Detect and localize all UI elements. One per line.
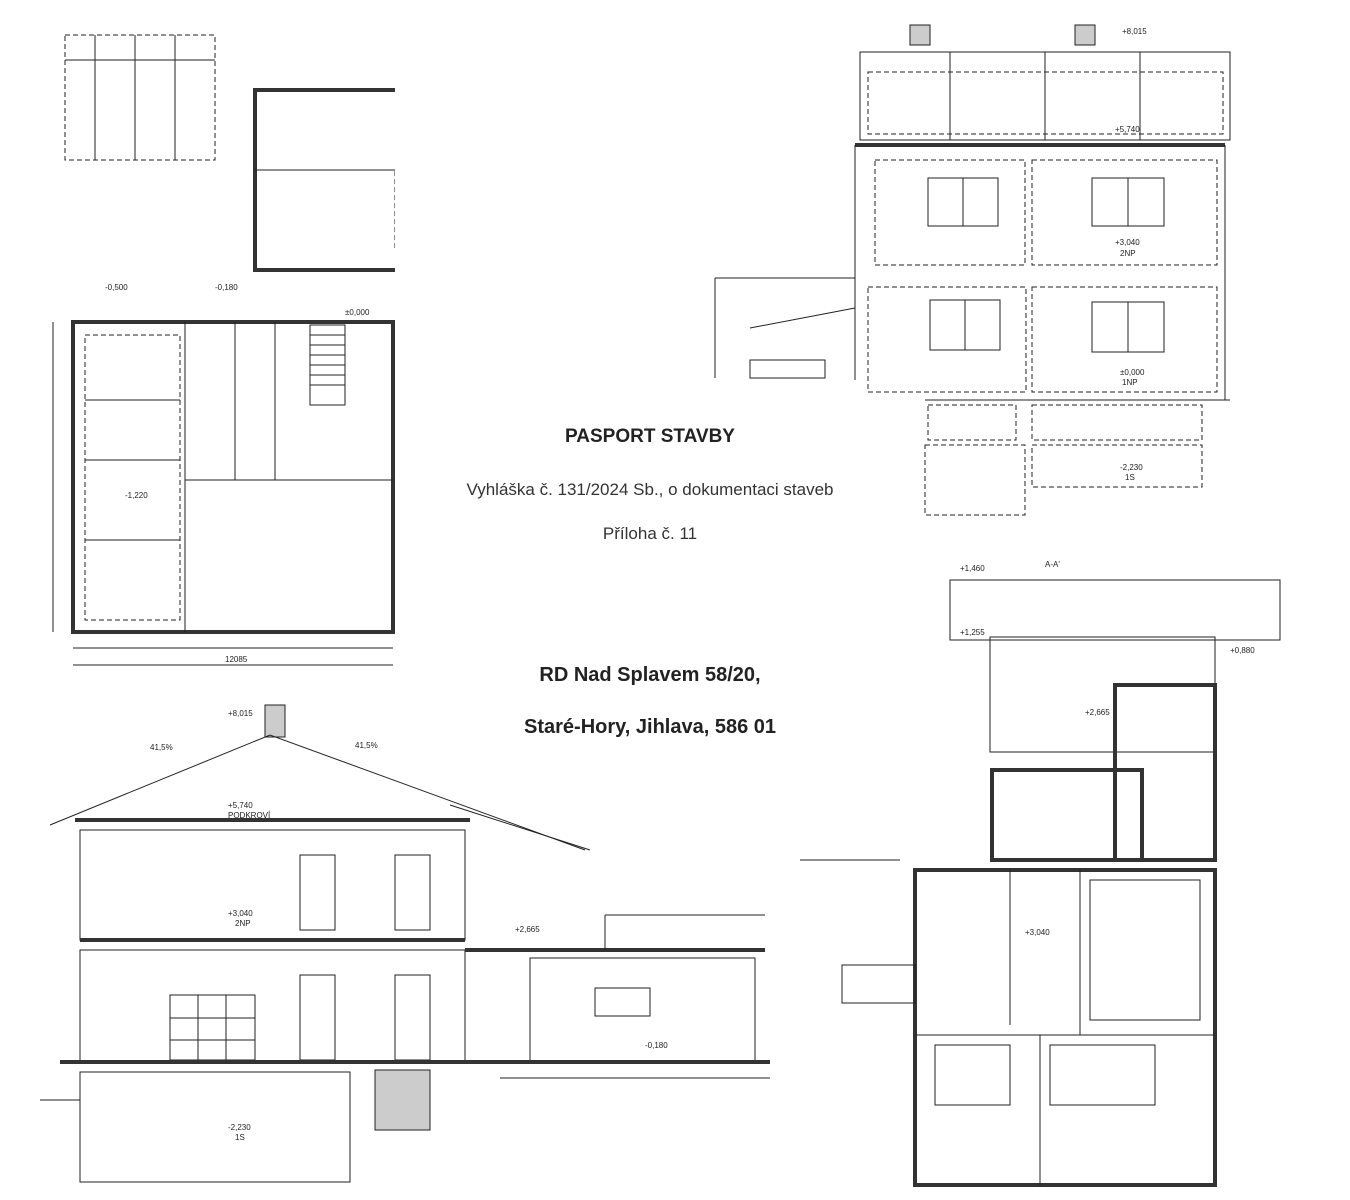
level-label: +0,880 <box>1230 646 1255 655</box>
level-label: 2NP <box>1120 249 1136 258</box>
regulation-text: Vyhláška č. 131/2024 Sb., o dokumentaci … <box>466 480 834 499</box>
dimension-label: 12085 <box>225 655 248 664</box>
roof-pitch-label: 41,5% <box>150 743 173 752</box>
section-mark: A-A' <box>1045 560 1060 569</box>
annex-text: Příloha č. 11 <box>602 524 698 543</box>
level-label: ±0,000 <box>1120 368 1145 377</box>
level-label: -1,220 <box>125 491 148 500</box>
level-label: +8,015 <box>228 709 253 718</box>
level-label: +3,040 <box>1025 928 1050 937</box>
document-title: PASPORT STAVBY <box>565 426 735 447</box>
level-label: ±0,000 <box>345 308 370 317</box>
level-label: +8,015 <box>1122 27 1147 36</box>
level-label: -2,230 <box>1120 463 1143 472</box>
level-label: +1,460 <box>960 564 985 573</box>
address-line-1: RD Nad Splavem 58/20, <box>539 664 761 686</box>
level-label: +3,040 <box>228 909 253 918</box>
level-label: 2NP <box>235 919 251 928</box>
level-label: +3,040 <box>1115 238 1140 247</box>
address-line-2: Staré-Hory, Jihlava, 586 01 <box>524 716 776 738</box>
floor-plan-2np-drawing: A-A' +1,460 +1,255 +0,880 +2,665 +3,040 <box>800 555 1300 1195</box>
level-label: +1,255 <box>960 628 985 637</box>
level-label: +2,665 <box>515 925 540 934</box>
level-label: -0,180 <box>215 283 238 292</box>
level-label: 1NP <box>1122 378 1138 387</box>
level-label: +2,665 <box>1085 708 1110 717</box>
level-label: -0,500 <box>105 283 128 292</box>
level-label: +5,740 <box>1115 125 1140 134</box>
level-label: +5,740 <box>228 801 253 810</box>
level-label: -0,180 <box>645 1041 668 1050</box>
level-label: 1S <box>1125 473 1135 482</box>
level-label: -2,230 <box>228 1123 251 1132</box>
section-drawing: +8,015 +5,740 PODKROVÍ +3,040 2NP -2,230… <box>30 700 770 1195</box>
level-label: PODKROVÍ <box>228 811 271 820</box>
roof-pitch-label: 41,5% <box>355 741 378 750</box>
floor-plan-1np-drawing: ±0,000 -0,180 -0,500 -1,220 12085 <box>45 20 395 670</box>
elevation-drawing: +8,015 +5,740 +3,040 2NP ±0,000 1NP -2,2… <box>710 20 1250 520</box>
level-label: 1S <box>235 1133 245 1142</box>
